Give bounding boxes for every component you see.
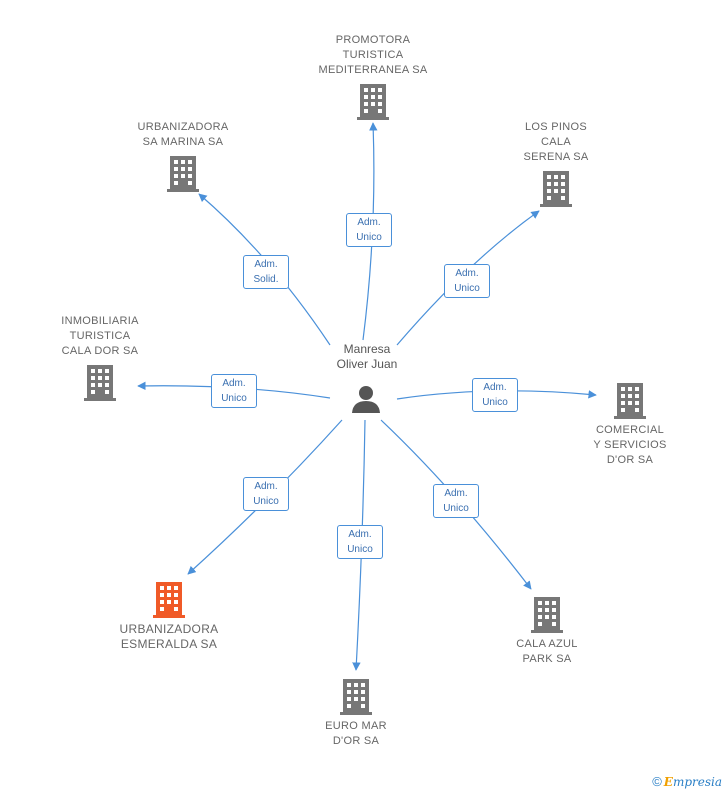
node-esmeralda[interactable]: URBANIZADORA ESMERALDA SA [108, 582, 230, 652]
role-badge-esmeralda: Adm. Unico [243, 477, 289, 511]
company-label[interactable]: CALA AZUL PARK SA [516, 638, 578, 665]
company-label[interactable]: URBANIZADORA ESMERALDA SA [119, 622, 219, 651]
company-label[interactable]: LOS PINOS CALA SERENA SA [523, 121, 589, 163]
node-urb-marina[interactable]: URBANIZADORA SA MARINA SA [124, 120, 242, 192]
brand-logo-text: mpresia [672, 775, 722, 789]
person-icon[interactable] [351, 385, 381, 418]
role-badge-promotora: Adm. Unico [346, 213, 392, 247]
node-pinos[interactable]: LOS PINOS CALA SERENA SA [506, 120, 606, 207]
role-badge-comercial: Adm. Unico [472, 378, 518, 412]
node-cala-azul[interactable]: CALA AZUL PARK SA [497, 597, 597, 667]
brand-logo-e: E [663, 775, 673, 789]
role-badge-cala-azul: Adm. Unico [433, 484, 479, 518]
building-icon [540, 171, 572, 207]
building-icon [167, 156, 199, 192]
node-euromar[interactable]: EURO MAR D'OR SA [306, 679, 406, 749]
building-icon [531, 597, 563, 633]
node-promotora[interactable]: PROMOTORA TURISTICA MEDITERRANEA SA [311, 33, 435, 120]
company-label[interactable]: COMERCIAL Y SERVICIOS D'OR SA [593, 424, 667, 466]
company-label[interactable]: EURO MAR D'OR SA [325, 720, 387, 747]
person-name[interactable]: Manresa Oliver Juan [336, 342, 398, 371]
building-icon [614, 383, 646, 419]
node-comercial[interactable]: COMERCIAL Y SERVICIOS D'OR SA [580, 383, 680, 468]
company-label[interactable]: PROMOTORA TURISTICA MEDITERRANEA SA [318, 34, 428, 76]
role-badge-inmobiliaria: Adm. Unico [211, 374, 257, 408]
role-badge-euromar: Adm. Unico [337, 525, 383, 559]
building-icon [357, 84, 389, 120]
building-icon [340, 679, 372, 715]
node-inmobiliaria[interactable]: INMOBILIARIA TURISTICA CALA DOR SA [50, 314, 150, 401]
copyright-icon: © [652, 774, 662, 789]
building-icon-highlighted [153, 582, 185, 618]
building-icon [84, 365, 116, 401]
company-label[interactable]: INMOBILIARIA TURISTICA CALA DOR SA [61, 315, 139, 357]
empresia-watermark[interactable]: ©Empresia [652, 774, 722, 789]
role-badge-urb-marina: Adm. Solid. [243, 255, 289, 289]
role-badge-pinos: Adm. Unico [444, 264, 490, 298]
company-label[interactable]: URBANIZADORA SA MARINA SA [137, 121, 229, 148]
